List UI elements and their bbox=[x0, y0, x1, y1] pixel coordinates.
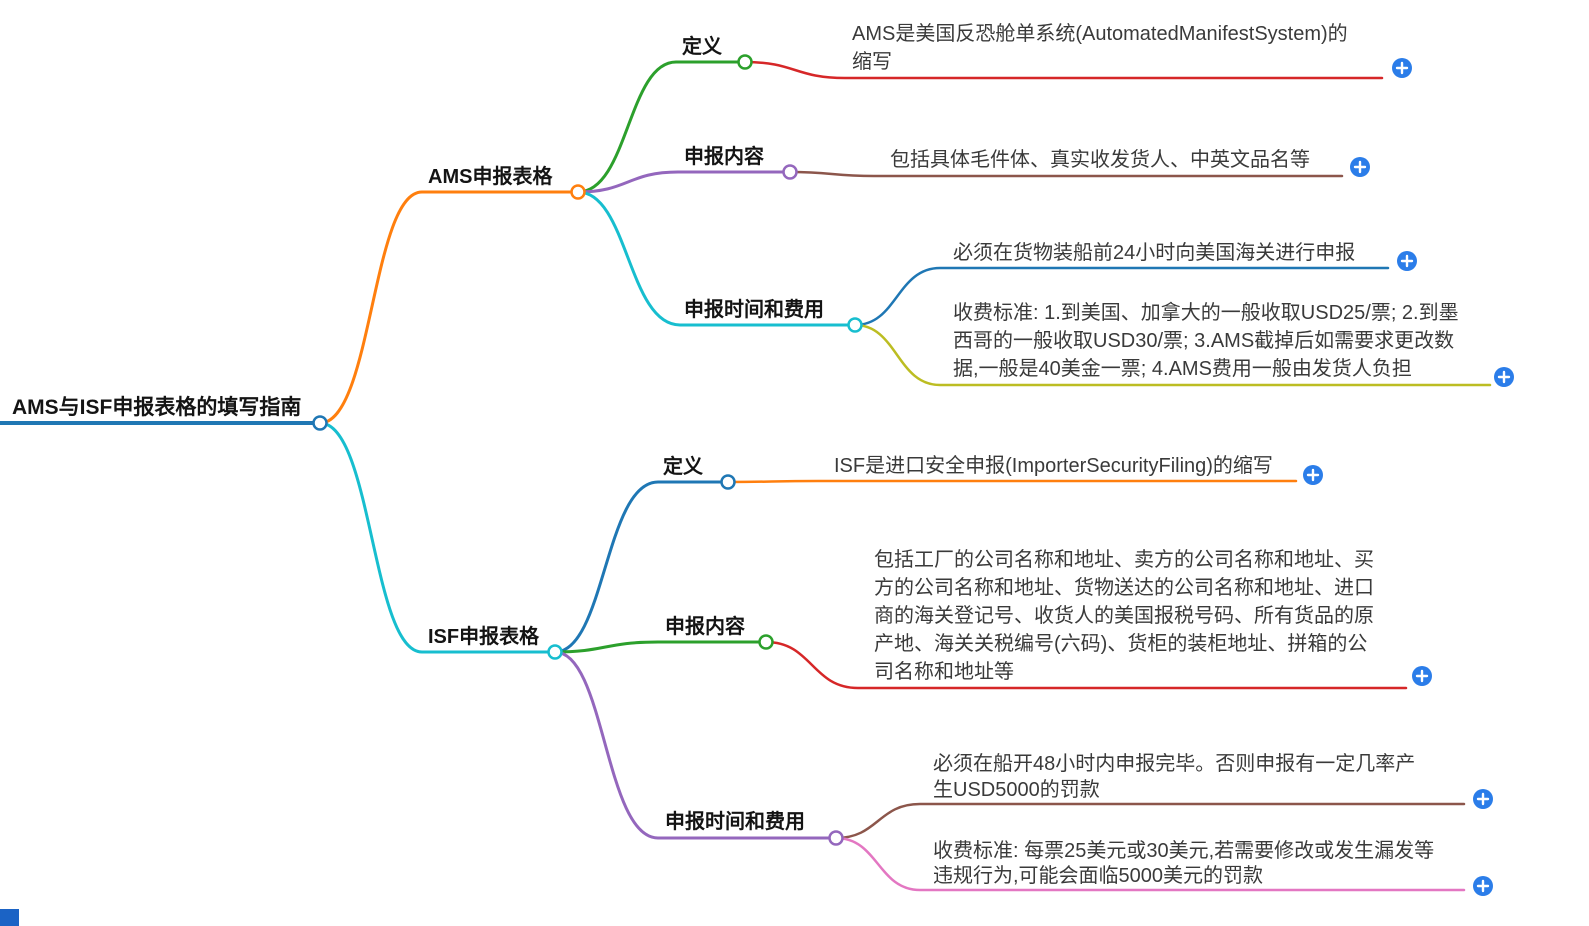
node-label-isf-definition: 定义 bbox=[663, 456, 703, 478]
node-label-isf-time-fee: 申报时间和费用 bbox=[665, 811, 805, 833]
leaf-link-ams-time-fee-2 bbox=[853, 323, 1492, 387]
expand-button-isf-content-1[interactable] bbox=[1412, 666, 1432, 686]
expand-button-ams-time-fee-1[interactable] bbox=[1397, 251, 1417, 271]
leaf-link-isf-definition-1 bbox=[726, 479, 1298, 484]
node-circle-ams-content[interactable] bbox=[782, 164, 798, 180]
leaf-link-isf-time-fee-1 bbox=[834, 802, 1466, 840]
plus-glyph bbox=[1497, 370, 1511, 384]
node-circle-isf-definition[interactable] bbox=[720, 474, 736, 490]
leaf-text-ams-definition-1: AMS是美国反恐舱单系统(AutomatedManifestSystem)的缩写 bbox=[852, 23, 1348, 73]
leaf-link-ams-time-fee-1 bbox=[853, 266, 1390, 327]
leaf-text-ams-time-fee-2: 收费标准: 1.到美国、加拿大的一般收取USD25/票; 2.到墨西哥的一般收取… bbox=[953, 302, 1459, 380]
node-label-ams-definition: 定义 bbox=[682, 36, 722, 58]
corner-brand-fragment bbox=[0, 909, 19, 926]
node-label-isf: ISF申报表格 bbox=[428, 626, 540, 648]
leaf-link-isf-content-1 bbox=[764, 640, 1408, 690]
node-label-ams-content: 申报内容 bbox=[684, 146, 764, 168]
expand-button-isf-time-fee-1[interactable] bbox=[1473, 789, 1493, 809]
expand-button-ams-content-1[interactable] bbox=[1350, 157, 1370, 177]
plus-glyph bbox=[1400, 254, 1414, 268]
leaf-text-ams-time-fee-1: 必须在货物装船前24小时向美国海关进行申报 bbox=[953, 242, 1356, 264]
leaf-link-isf-time-fee-2 bbox=[834, 836, 1466, 892]
plus-glyph bbox=[1395, 61, 1409, 75]
expand-button-ams-definition-1[interactable] bbox=[1392, 58, 1412, 78]
expand-button-ams-time-fee-2[interactable] bbox=[1494, 367, 1514, 387]
expand-button-isf-definition-1[interactable] bbox=[1303, 465, 1323, 485]
plus-glyph bbox=[1476, 792, 1490, 806]
node-label-isf-content: 申报内容 bbox=[665, 616, 745, 638]
node-circle-isf-time-fee[interactable] bbox=[828, 830, 844, 846]
branch-link-ams-time-fee bbox=[576, 190, 857, 327]
node-circle-root[interactable] bbox=[312, 415, 328, 431]
branch-link-isf bbox=[318, 421, 557, 654]
node-circle-isf[interactable] bbox=[547, 644, 563, 660]
node-circle-ams-time-fee[interactable] bbox=[847, 317, 863, 333]
branch-link-isf-definition bbox=[553, 480, 730, 654]
leaf-text-isf-definition-1: ISF是进口安全申报(ImporterSecurityFiling)的缩写 bbox=[834, 455, 1273, 477]
node-circle-ams-definition[interactable] bbox=[737, 54, 753, 70]
branch-link-ams-content bbox=[576, 170, 792, 194]
leaf-text-isf-time-fee-1: 必须在船开48小时内申报完毕。否则申报有一定几率产生USD5000的罚款 bbox=[933, 753, 1416, 801]
node-label-ams-time-fee: 申报时间和费用 bbox=[684, 299, 824, 321]
branch-link-isf-content bbox=[553, 640, 768, 654]
node-circle-isf-content[interactable] bbox=[758, 634, 774, 650]
branch-link-isf-time-fee bbox=[553, 650, 838, 840]
root-label: AMS与ISF申报表格的填写指南 bbox=[12, 396, 302, 419]
expand-button-isf-time-fee-2[interactable] bbox=[1473, 876, 1493, 896]
plus-glyph bbox=[1476, 879, 1490, 893]
leaf-link-ams-definition-1 bbox=[743, 60, 1384, 80]
branch-link-ams bbox=[318, 190, 580, 425]
plus-glyph bbox=[1306, 468, 1320, 482]
leaf-text-isf-content-1: 包括工厂的公司名称和地址、卖方的公司名称和地址、买方的公司名称和地址、货物送达的… bbox=[874, 549, 1374, 683]
node-label-ams: AMS申报表格 bbox=[428, 166, 553, 188]
branch-link-ams-definition bbox=[576, 60, 747, 194]
node-circle-ams[interactable] bbox=[570, 184, 586, 200]
leaf-text-isf-time-fee-2: 收费标准: 每票25美元或30美元,若需要修改或发生漏发等违规行为,可能会面临5… bbox=[933, 840, 1435, 887]
leaf-text-ams-content-1: 包括具体毛件体、真实收发货人、中英文品名等 bbox=[890, 149, 1310, 171]
plus-glyph bbox=[1353, 160, 1367, 174]
leaf-link-ams-content-1 bbox=[788, 170, 1344, 178]
plus-glyph bbox=[1415, 669, 1429, 683]
